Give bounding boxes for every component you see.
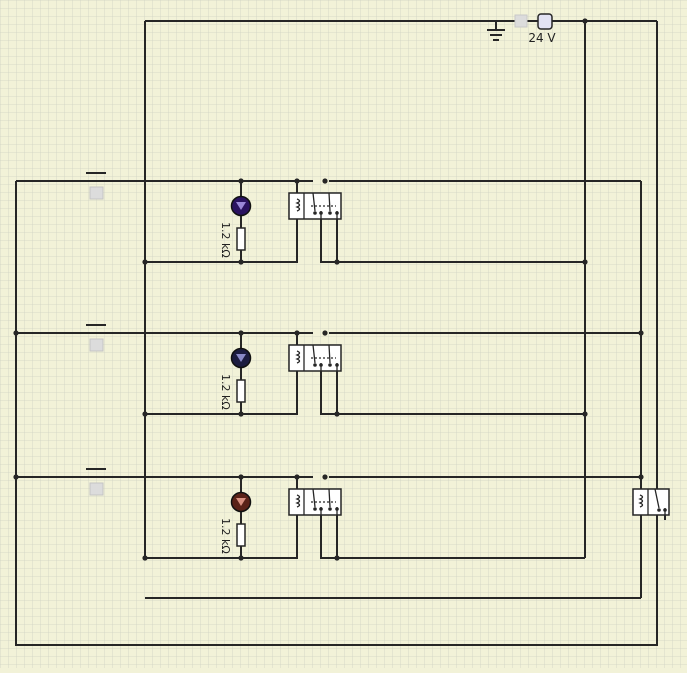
ground-symbol: [487, 29, 505, 41]
led-2[interactable]: [230, 347, 252, 369]
resistor-1-label: 1.2 kΩ: [219, 222, 232, 258]
resistor-3-label: 1.2 kΩ: [219, 518, 232, 554]
resistor-1[interactable]: [236, 227, 246, 251]
relay-3[interactable]: [288, 488, 342, 516]
junctions: [13, 18, 644, 561]
voltage-label: 24 V: [528, 31, 556, 45]
push-button-3[interactable]: [86, 468, 110, 496]
resistor-2[interactable]: [236, 379, 246, 403]
wiring: [15, 20, 658, 646]
resistor-2-label: 1.2 kΩ: [219, 374, 232, 410]
resistor-3[interactable]: [236, 523, 246, 547]
relay-main[interactable]: [632, 488, 670, 520]
push-button-2[interactable]: [86, 324, 110, 352]
voltage-source-terminal[interactable]: [537, 13, 553, 30]
led-3[interactable]: [230, 491, 252, 513]
relay-2[interactable]: [288, 344, 342, 372]
push-button-1[interactable]: [86, 172, 110, 200]
supply-toggle-checkbox[interactable]: [514, 14, 528, 28]
led-1[interactable]: [230, 195, 252, 217]
relay-1[interactable]: [288, 192, 342, 220]
